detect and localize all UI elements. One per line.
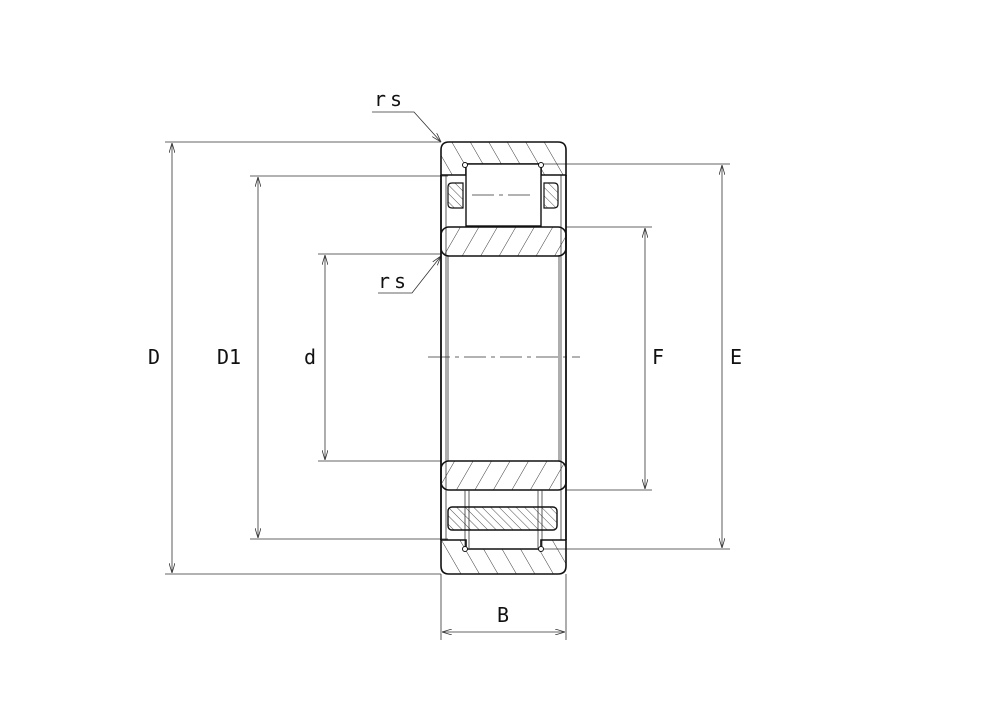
roller-bottom xyxy=(447,506,558,531)
label-D1: D1 xyxy=(217,345,241,369)
rs-leaders xyxy=(372,111,441,294)
outer-ring-bottom xyxy=(440,539,567,575)
label-rs-inner: rs xyxy=(378,269,410,293)
label-D: D xyxy=(148,345,160,369)
cage-left xyxy=(447,182,464,209)
inner-ring-bottom xyxy=(440,460,567,491)
cage-right xyxy=(543,182,559,209)
dimension-lines xyxy=(172,143,722,632)
label-B: B xyxy=(497,603,509,627)
bearing-section xyxy=(440,141,567,575)
label-d: d xyxy=(304,345,316,369)
label-F: F xyxy=(652,345,664,369)
label-E: E xyxy=(730,345,742,369)
inner-ring-top xyxy=(440,226,567,257)
label-rs-outer: rs xyxy=(374,87,406,111)
extension-lines xyxy=(165,141,730,640)
